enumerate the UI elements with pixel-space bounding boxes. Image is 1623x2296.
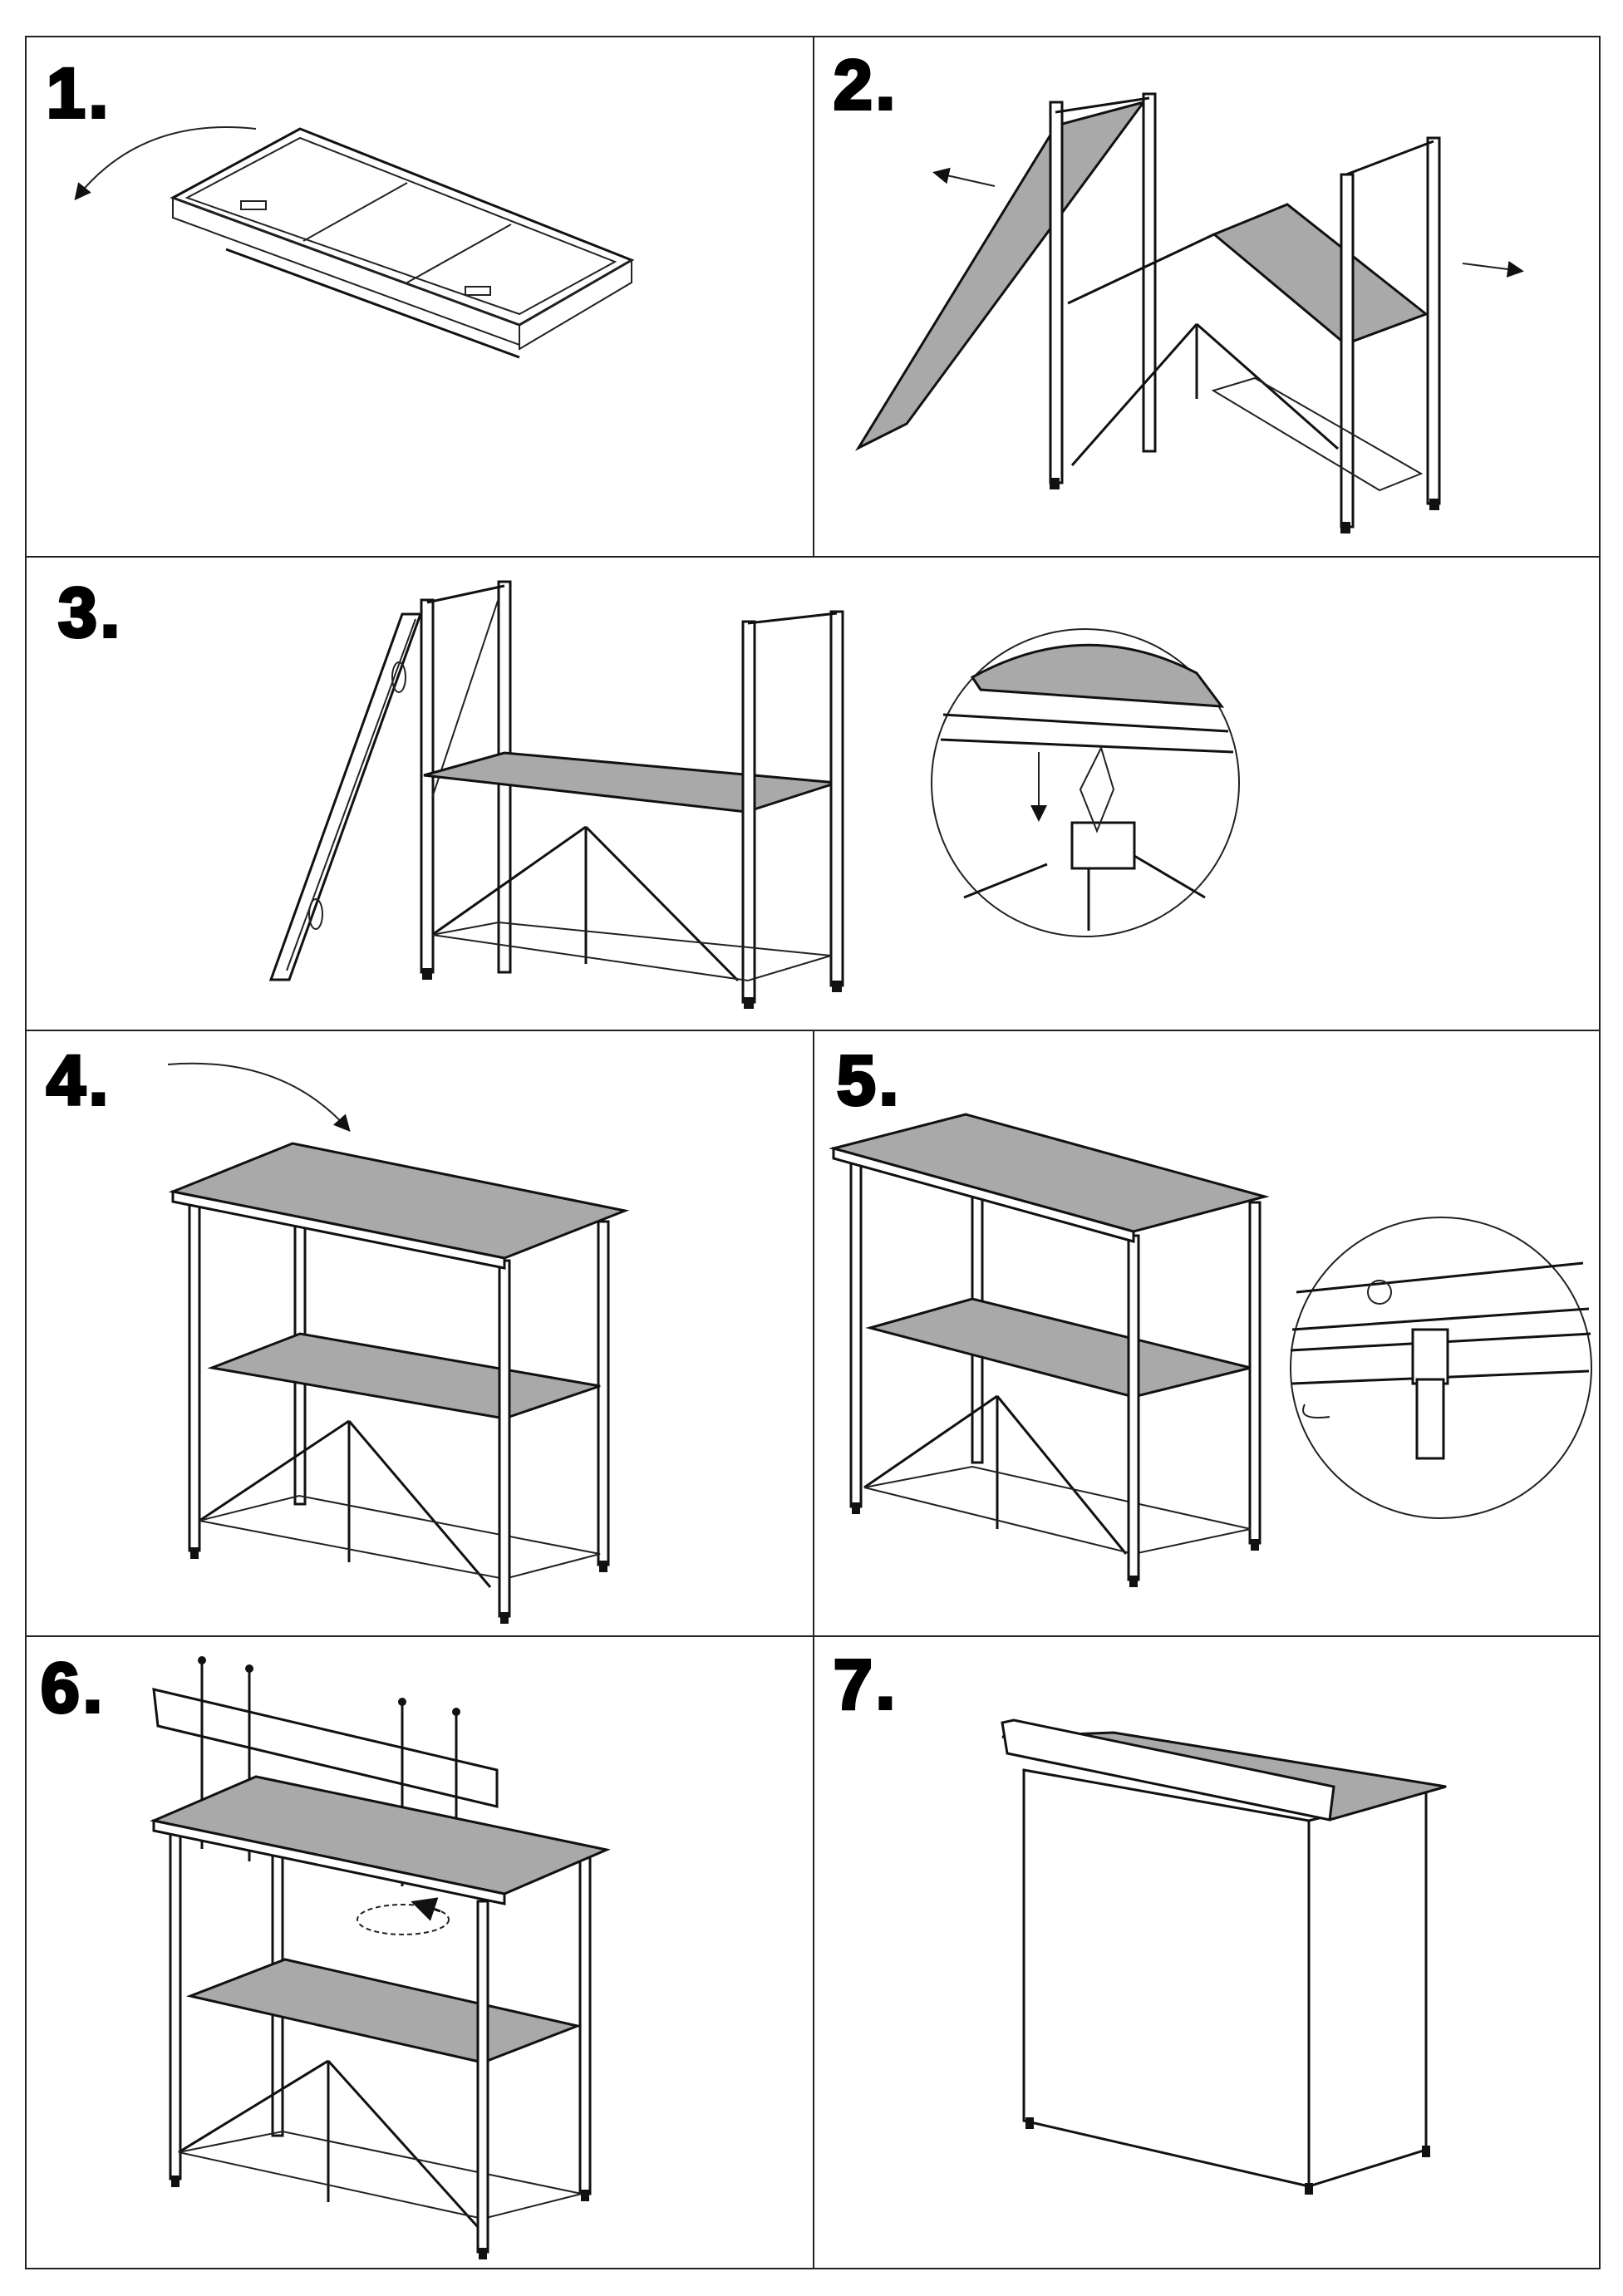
- step-2-unfolding-illustration: [858, 94, 1524, 533]
- step-6-backboard-illustration: [154, 1656, 607, 2259]
- step-number-1: 1.: [45, 54, 112, 132]
- arrow-left-icon: [932, 167, 995, 186]
- step-number-4: 4.: [45, 1041, 112, 1119]
- step-7-finished-illustration: [1002, 1720, 1446, 2195]
- step-number-3: 3.: [57, 573, 124, 651]
- step-3-shelf-illustration: [271, 582, 1239, 1009]
- step-number-6: 6.: [39, 1649, 106, 1727]
- step-number-5: 5.: [835, 1041, 902, 1119]
- rotate-arrow-icon: [74, 127, 256, 201]
- rotate-arrow-icon: [168, 1064, 351, 1132]
- latch-detail-callout: [1291, 1217, 1591, 1518]
- step-7-panel: [813, 1635, 1601, 2269]
- step-number-2: 2.: [832, 46, 899, 124]
- step-4-table-illustration: [168, 1064, 625, 1624]
- step-number-7: 7.: [832, 1645, 899, 1723]
- step-5-table-illustration: [834, 1114, 1591, 1587]
- arrow-right-icon: [1463, 261, 1524, 278]
- latch-detail-callout: [932, 629, 1239, 937]
- step-1-folded-unit-illustration: [74, 127, 632, 357]
- backboard-panel: [154, 1689, 497, 1807]
